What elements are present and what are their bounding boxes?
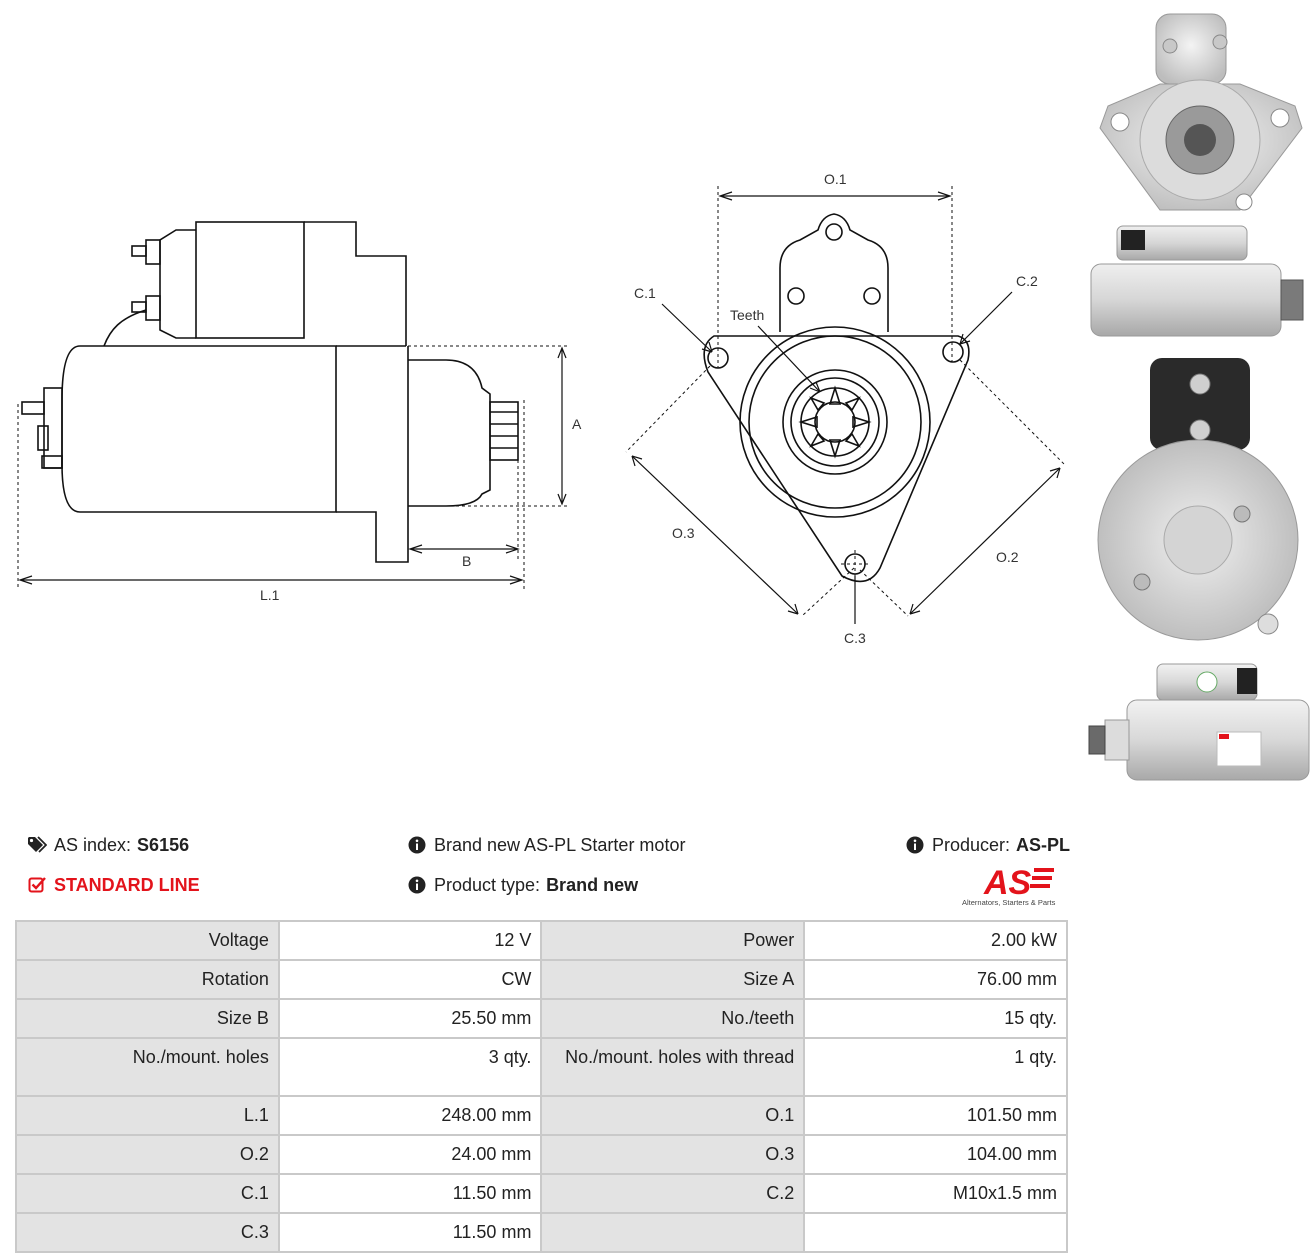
table-row: C.3 11.50 mm (17, 1214, 1066, 1251)
solenoid-outline-front (779, 213, 889, 332)
specs-table: Voltage 12 V Power 2.00 kW Rotation CW S… (15, 920, 1068, 1253)
dim-label-c1: C.1 (634, 285, 656, 301)
table-row: Size B 25.50 mm No./teeth 15 qty. (17, 1000, 1066, 1037)
spec-label: C.3 (17, 1214, 278, 1251)
spec-label (542, 1214, 804, 1251)
dim-label-o3: O.3 (672, 525, 695, 541)
spec-value: 15 qty. (805, 1000, 1066, 1037)
spec-value: 76.00 mm (805, 961, 1066, 998)
spec-label: No./teeth (542, 1000, 804, 1037)
solenoid-wire (103, 309, 147, 347)
flange-ring-outer (739, 326, 931, 518)
info-circle-icon (406, 874, 428, 896)
spec-label: O.2 (17, 1136, 278, 1173)
spec-value: 25.50 mm (279, 1000, 541, 1037)
dim-label-c3: C.3 (844, 630, 866, 646)
mount-hole-top (825, 223, 843, 241)
product-line-label: STANDARD LINE (54, 874, 200, 895)
table-row: C.1 11.50 mm C.2 M10x1.5 mm (17, 1175, 1066, 1212)
spec-value: 24.00 mm (279, 1136, 541, 1173)
description-text: Brand new AS-PL Starter motor (434, 834, 686, 855)
solenoid-terminal-lower (145, 295, 161, 321)
dim-label-c2: C.2 (1016, 273, 1038, 289)
table-row: L.1 248.00 mm O.1 101.50 mm (17, 1097, 1066, 1134)
spec-label: C.2 (542, 1175, 804, 1212)
photo-side-view-top[interactable] (1087, 224, 1313, 340)
spec-value: 11.50 mm (279, 1175, 541, 1212)
pinion-teeth (798, 385, 872, 459)
technical-drawing: A B L.1 (0, 0, 1085, 660)
photo-front-view[interactable] (1090, 10, 1310, 222)
dim-label-o2: O.2 (996, 549, 1019, 565)
tags-icon (26, 834, 48, 856)
spec-label: No./mount. holes with thread (542, 1039, 804, 1095)
producer-value: AS-PL (1016, 834, 1071, 855)
spec-value: 1 qty. (805, 1039, 1066, 1095)
spec-value: 11.50 mm (279, 1214, 541, 1251)
product-type-value: Brand new (546, 874, 639, 895)
logo-text: AS (983, 864, 1032, 898)
product-photos (1085, 0, 1316, 790)
photo-side-view-bottom[interactable] (1087, 662, 1313, 784)
table-row: Voltage 12 V Power 2.00 kW (17, 922, 1066, 959)
dim-label-o1: O.1 (824, 171, 847, 187)
dim-label-teeth: Teeth (730, 307, 764, 323)
spec-value (805, 1214, 1066, 1251)
table-row: No./mount. holes 3 qty. No./mount. holes… (17, 1039, 1066, 1095)
drive-housing-top (304, 221, 407, 346)
table-row: Rotation CW Size A 76.00 mm (17, 961, 1066, 998)
spec-label: Size B (17, 1000, 278, 1037)
mounting-flange (703, 335, 970, 583)
pilot-ring (782, 369, 888, 475)
table-row: O.2 24.00 mm O.3 104.00 mm (17, 1136, 1066, 1173)
spec-value: 101.50 mm (805, 1097, 1066, 1134)
spec-label: No./mount. holes (17, 1039, 278, 1095)
dim-label-a: A (572, 416, 582, 432)
spec-value: 104.00 mm (805, 1136, 1066, 1173)
as-pl-logo: AS Alternators, Starters & Parts (962, 862, 1070, 908)
product-info: AS index: S6156 STANDARD LINE Brand new … (0, 826, 1080, 916)
spec-value: 2.00 kW (805, 922, 1066, 959)
as-index-value: S6156 (137, 834, 190, 855)
spec-value: CW (279, 961, 541, 998)
producer-label: Producer: (932, 834, 1011, 855)
motor-body (61, 345, 337, 513)
as-index-label: AS index: (54, 834, 132, 855)
drive-housing (336, 346, 409, 563)
as-index: AS index: S6156 (26, 834, 189, 856)
spec-value: 12 V (279, 922, 541, 959)
info-circle-icon (406, 834, 428, 856)
producer: Producer: AS-PL (904, 834, 1070, 856)
spec-value: M10x1.5 mm (805, 1175, 1066, 1212)
product-line: STANDARD LINE (26, 874, 200, 896)
spec-value: 248.00 mm (279, 1097, 541, 1134)
spec-value: 3 qty. (279, 1039, 541, 1095)
product-type: Product type: Brand new (406, 874, 638, 896)
spec-label: O.3 (542, 1136, 804, 1173)
spec-label: O.1 (542, 1097, 804, 1134)
mount-hole-c2 (942, 341, 964, 363)
dim-label-b: B (462, 553, 471, 569)
product-type-label: Product type: (434, 874, 541, 895)
dim-label-l1: L.1 (260, 587, 280, 603)
spec-label: Size A (542, 961, 804, 998)
nose-housing (408, 359, 491, 507)
spec-label: Power (542, 922, 804, 959)
drawing-svg: A B L.1 (17, 171, 1065, 646)
info-circle-icon (904, 834, 926, 856)
spec-label: Rotation (17, 961, 278, 998)
photo-rear-view[interactable] (1090, 354, 1310, 644)
pinion-side (489, 401, 519, 461)
spec-label: Voltage (17, 922, 278, 959)
checkbox-checked-icon (26, 874, 48, 896)
spec-label: L.1 (17, 1097, 278, 1134)
solenoid-body (195, 221, 305, 339)
logo-tagline: Alternators, Starters & Parts (962, 898, 1056, 907)
solenoid-terminal-upper (145, 239, 161, 265)
solenoid-cap (159, 229, 196, 339)
spec-label: C.1 (17, 1175, 278, 1212)
description: Brand new AS-PL Starter motor (406, 834, 685, 856)
